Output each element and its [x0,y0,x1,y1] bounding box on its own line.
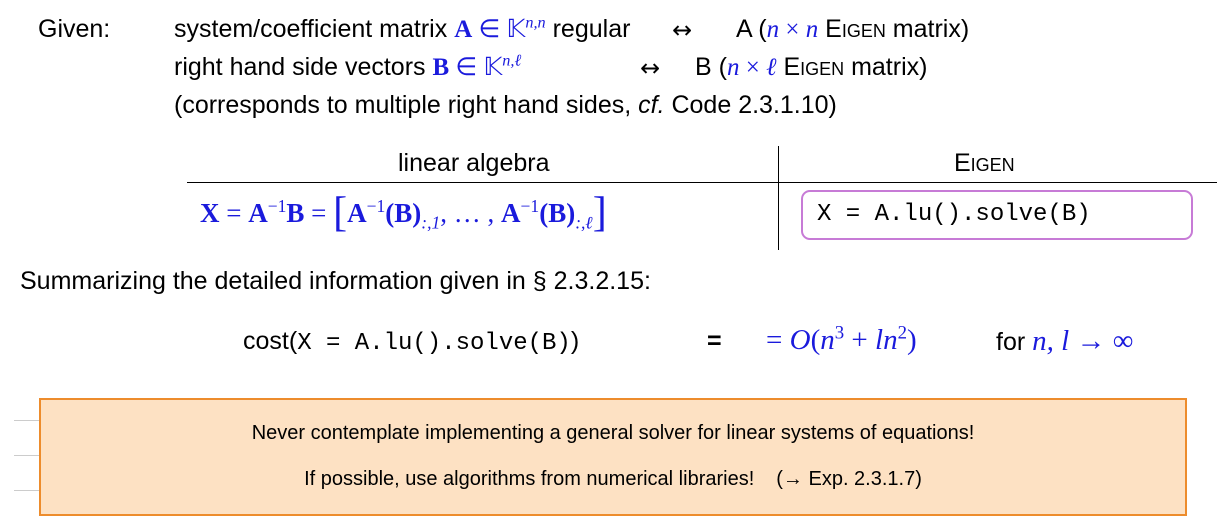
eigen-name: Eigen [825,15,886,43]
column-subscript: :,1 [421,212,441,233]
math-n: n [820,324,835,356]
cost-expression: cost(X = A.lu().solve(B)) [243,326,579,359]
math-n: n [766,16,780,43]
math-B-column: (B) [539,198,576,228]
plus: + [844,324,876,356]
inverse-superscript: −1 [267,196,287,216]
big-O: O [789,324,811,356]
table-column-divider [778,146,779,250]
text-segment: matrix) [844,53,928,81]
text-segment: (corresponds to multiple right hand side… [174,91,639,119]
math-l: ℓ [766,54,777,81]
inverse-superscript: −1 [366,196,386,216]
times-symbol: × [739,54,767,81]
given-line-1: system/coefficient matrix A ∈ 𝕂n,n regul… [174,14,630,45]
math-B: B [286,198,305,228]
ellipsis: , … , [440,198,502,228]
math-X: X [200,198,220,228]
math-n: n [726,54,740,81]
left-bracket: [ [333,190,348,236]
text-segment: regular [545,15,631,43]
text-segment: If possible, use algorithms from numeric… [304,468,755,490]
table-header-linear-algebra: linear algebra [398,149,550,177]
eigen-code-box: X = A.lu().solve(B) [801,190,1193,240]
cost-equals: = [707,327,722,355]
text-segment: B ( [695,53,727,81]
given-line-1-eigen: A (n × n Eigen matrix) [736,14,969,45]
inverse-superscript: −1 [520,196,540,216]
equals: = [219,198,249,228]
math-vars: n, l [1032,325,1070,357]
dimension-superscript: n,ℓ [502,51,522,70]
text-segment: for [996,328,1033,356]
column-subscript: :,ℓ [575,212,593,233]
math-n: n [805,16,819,43]
field-symbol: 𝕂 [483,54,503,81]
given-line-2-eigen: B (n × ℓ Eigen matrix) [695,52,927,83]
equals: = [766,324,790,356]
margin-tick [14,490,39,491]
exp-reference: (→ Exp. 2.3.1.7) [776,468,922,490]
given-line-2: right hand side vectors B ∈ 𝕂n,ℓ [174,52,521,83]
matrix-A-symbol: A [454,16,473,43]
exponent: 2 [897,322,907,344]
math-A: A [501,198,521,228]
advice-line-1: Never contemplate implementing a general… [251,422,975,444]
cost-formula: = O(n3 + ln2) [766,322,917,358]
text-segment: A ( [736,15,767,43]
equals: = [304,198,334,228]
math-B-column: (B) [385,198,422,228]
table-header-eigen: Eigen [954,149,1015,177]
math-A: A [248,198,268,228]
eigen-name: Eigen [783,53,845,81]
given-line-3: (corresponds to multiple right hand side… [174,90,837,120]
text-segment: system/coefficient matrix [174,15,455,43]
margin-tick [14,420,39,421]
right-bracket: ] [592,190,607,236]
equivalence-arrow-icon: ↔ [640,54,661,82]
margin-tick [14,455,39,456]
math-ln: ln [875,324,898,356]
summary-text: Summarizing the detailed information giv… [20,267,651,295]
text-segment: ) [570,327,580,355]
exponent: 3 [834,322,845,344]
table-rule [187,182,1217,183]
paren: ) [907,324,917,356]
limit-arrow: → ∞ [1069,325,1134,357]
advice-line-2: If possible, use algorithms from numeric… [41,466,1185,492]
paren: ( [810,324,821,356]
text-segment: matrix) [885,15,970,43]
linear-algebra-formula: X = A−1B = [A−1(B):,1, … , A−1(B):,ℓ] [200,192,607,234]
text-segment: cost( [243,327,298,355]
text-segment: right hand side vectors [174,53,433,81]
text-segment: Code 2.3.1.10) [664,91,837,119]
advice-box: Never contemplate implementing a general… [39,398,1187,516]
times-symbol: × [779,16,806,43]
in-symbol: ∈ [449,54,484,81]
given-label: Given: [38,15,111,43]
cf-abbrev: cf. [638,91,665,119]
math-A: A [347,198,367,228]
field-symbol: 𝕂 [506,16,526,43]
dimension-superscript: n,n [525,13,546,32]
cost-code: X = A.lu().solve(B) [297,330,571,357]
matrix-B-symbol: B [432,54,450,81]
eigen-code: X = A.lu().solve(B) [817,201,1091,228]
in-symbol: ∈ [472,16,507,43]
cost-condition: for n, l → ∞ [996,324,1133,359]
equivalence-arrow-icon: ↔ [672,16,693,44]
